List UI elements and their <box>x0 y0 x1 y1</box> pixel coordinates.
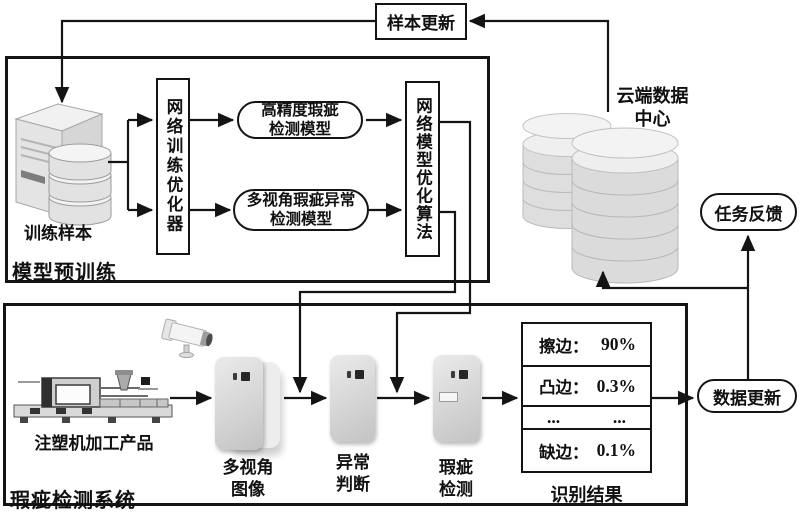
machine-label: 注塑机加工产品 <box>34 434 154 454</box>
table-row: 擦边： 90% <box>539 334 636 356</box>
defect-detect-label: 瑕疵 检测 <box>439 458 473 500</box>
table-row: ... ... <box>523 405 650 428</box>
multiview-anomaly-model-box: 多视角瑕疵异常 检测模型 <box>233 189 369 231</box>
sample-update-box: 样本更新 <box>375 3 467 40</box>
device-camera-square <box>241 372 251 381</box>
cloud-datacenter-label: 云端数据 中心 <box>616 86 689 130</box>
defect-detect-device <box>433 355 480 442</box>
anomaly-judge-device <box>330 355 375 442</box>
device-camera-square <box>354 370 364 379</box>
multiview-image-label: 多视角 图像 <box>222 458 274 500</box>
anomaly-judge-label: 异常 判断 <box>336 453 370 495</box>
device-camera-dot <box>450 371 455 378</box>
table-row: 缺边： 0.1% <box>523 428 650 471</box>
device-camera-dot <box>347 371 352 378</box>
device-camera-dot <box>233 373 238 380</box>
recognition-results-title: 识别结果 <box>550 485 623 506</box>
recognition-results-table: 擦边： 90% 凸边： 0.3% ... ... 缺边： 0.1% <box>521 322 652 473</box>
arrow-branch-to-cloud <box>595 270 748 290</box>
high-precision-model-box: 高精度瑕疵 检测模型 <box>237 101 363 139</box>
training-samples-label: 训练样本 <box>24 224 92 244</box>
task-feedback-box: 任务反馈 <box>700 193 797 231</box>
device-slot <box>439 392 458 402</box>
sample-update-label: 样本更新 <box>387 14 455 34</box>
network-model-optimization-algorithm-label: 网络模型优化算法 <box>413 97 433 241</box>
table-row: 凸边： 0.3% <box>523 365 650 405</box>
data-update-box: 数据更新 <box>697 379 797 413</box>
device-camera-square <box>458 370 468 379</box>
pretrain-section-label: 模型预训练 <box>12 260 117 284</box>
cloud-datacenter-icon <box>522 113 679 284</box>
network-model-optimization-algorithm-box: 网络模型优化算法 <box>405 81 440 257</box>
network-training-optimizer-box: 网络训练优化器 <box>156 78 190 255</box>
network-training-optimizer-label: 网络训练优化器 <box>164 98 183 235</box>
multiview-image-device <box>215 357 263 450</box>
wire-cloud-to-sample-update <box>468 13 610 112</box>
detection-section-label: 瑕疵检测系统 <box>10 488 136 512</box>
